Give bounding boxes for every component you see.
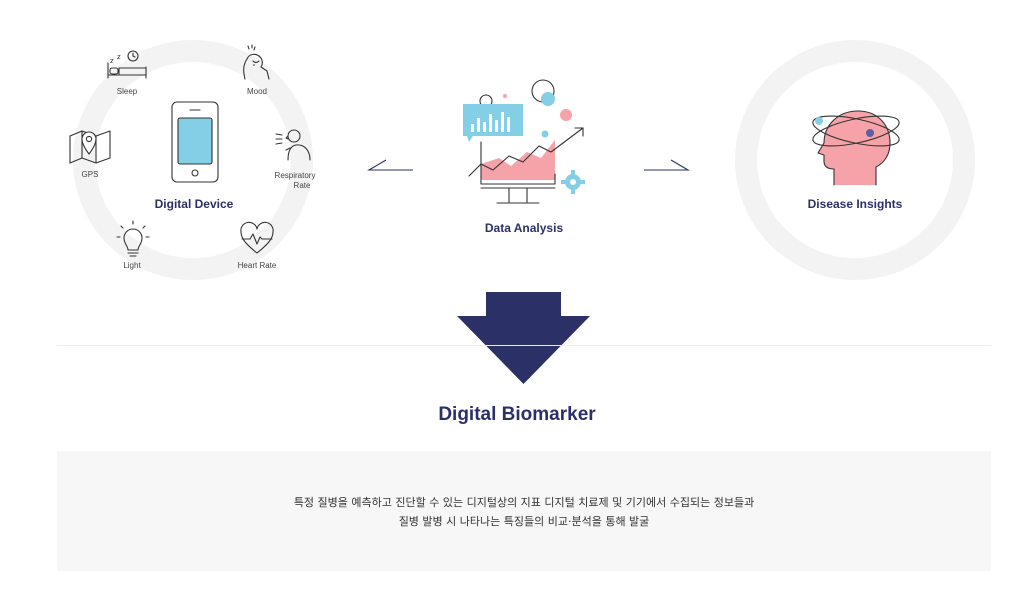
sensor-label-light: Light: [123, 261, 141, 270]
down-arrow-icon: [457, 292, 590, 384]
sleep-icon: z z: [107, 50, 147, 79]
sensor-label-mood: Mood: [246, 87, 267, 96]
sensor-label-sleep: Sleep: [116, 87, 138, 96]
result-title: Digital Biomarker: [438, 404, 596, 425]
sensor-label-gps: GPS: [81, 170, 99, 179]
description-line-1: 특정 질병을 예측하고 진단할 수 있는 디지털상의 지표 디지털 치료제 및 …: [293, 496, 755, 509]
smartphone-icon: [171, 101, 219, 183]
flow-arrow-right: [644, 159, 691, 171]
svg-text:z: z: [117, 53, 121, 61]
brain-head-icon: [812, 110, 900, 186]
svg-text:z: z: [110, 57, 114, 65]
description-line-2: 질병 발병 시 나타나는 특징들의 비교·분석을 통해 발굴: [398, 515, 650, 528]
heart-rate-icon: [240, 221, 274, 254]
sensor-label-respiratory-rate: Respiratory Rate: [274, 171, 316, 190]
map-icon: [69, 130, 111, 164]
section-divider: [57, 345, 991, 346]
device-title: Digital Device: [154, 197, 234, 211]
description-box: 특정 질병을 예측하고 진단할 수 있는 디지털상의 지표 디지털 치료제 및 …: [57, 451, 991, 571]
insights-title: Disease Insights: [807, 197, 903, 211]
mood-icon: [243, 44, 270, 80]
sensor-label-heart-rate: Heart Rate: [237, 261, 277, 270]
flow-arrow-left: [366, 159, 413, 171]
analysis-title: Data Analysis: [484, 221, 564, 235]
data-analysis-icon: [463, 79, 585, 204]
respiratory-icon: [275, 129, 311, 161]
lightbulb-icon: [116, 220, 150, 257]
